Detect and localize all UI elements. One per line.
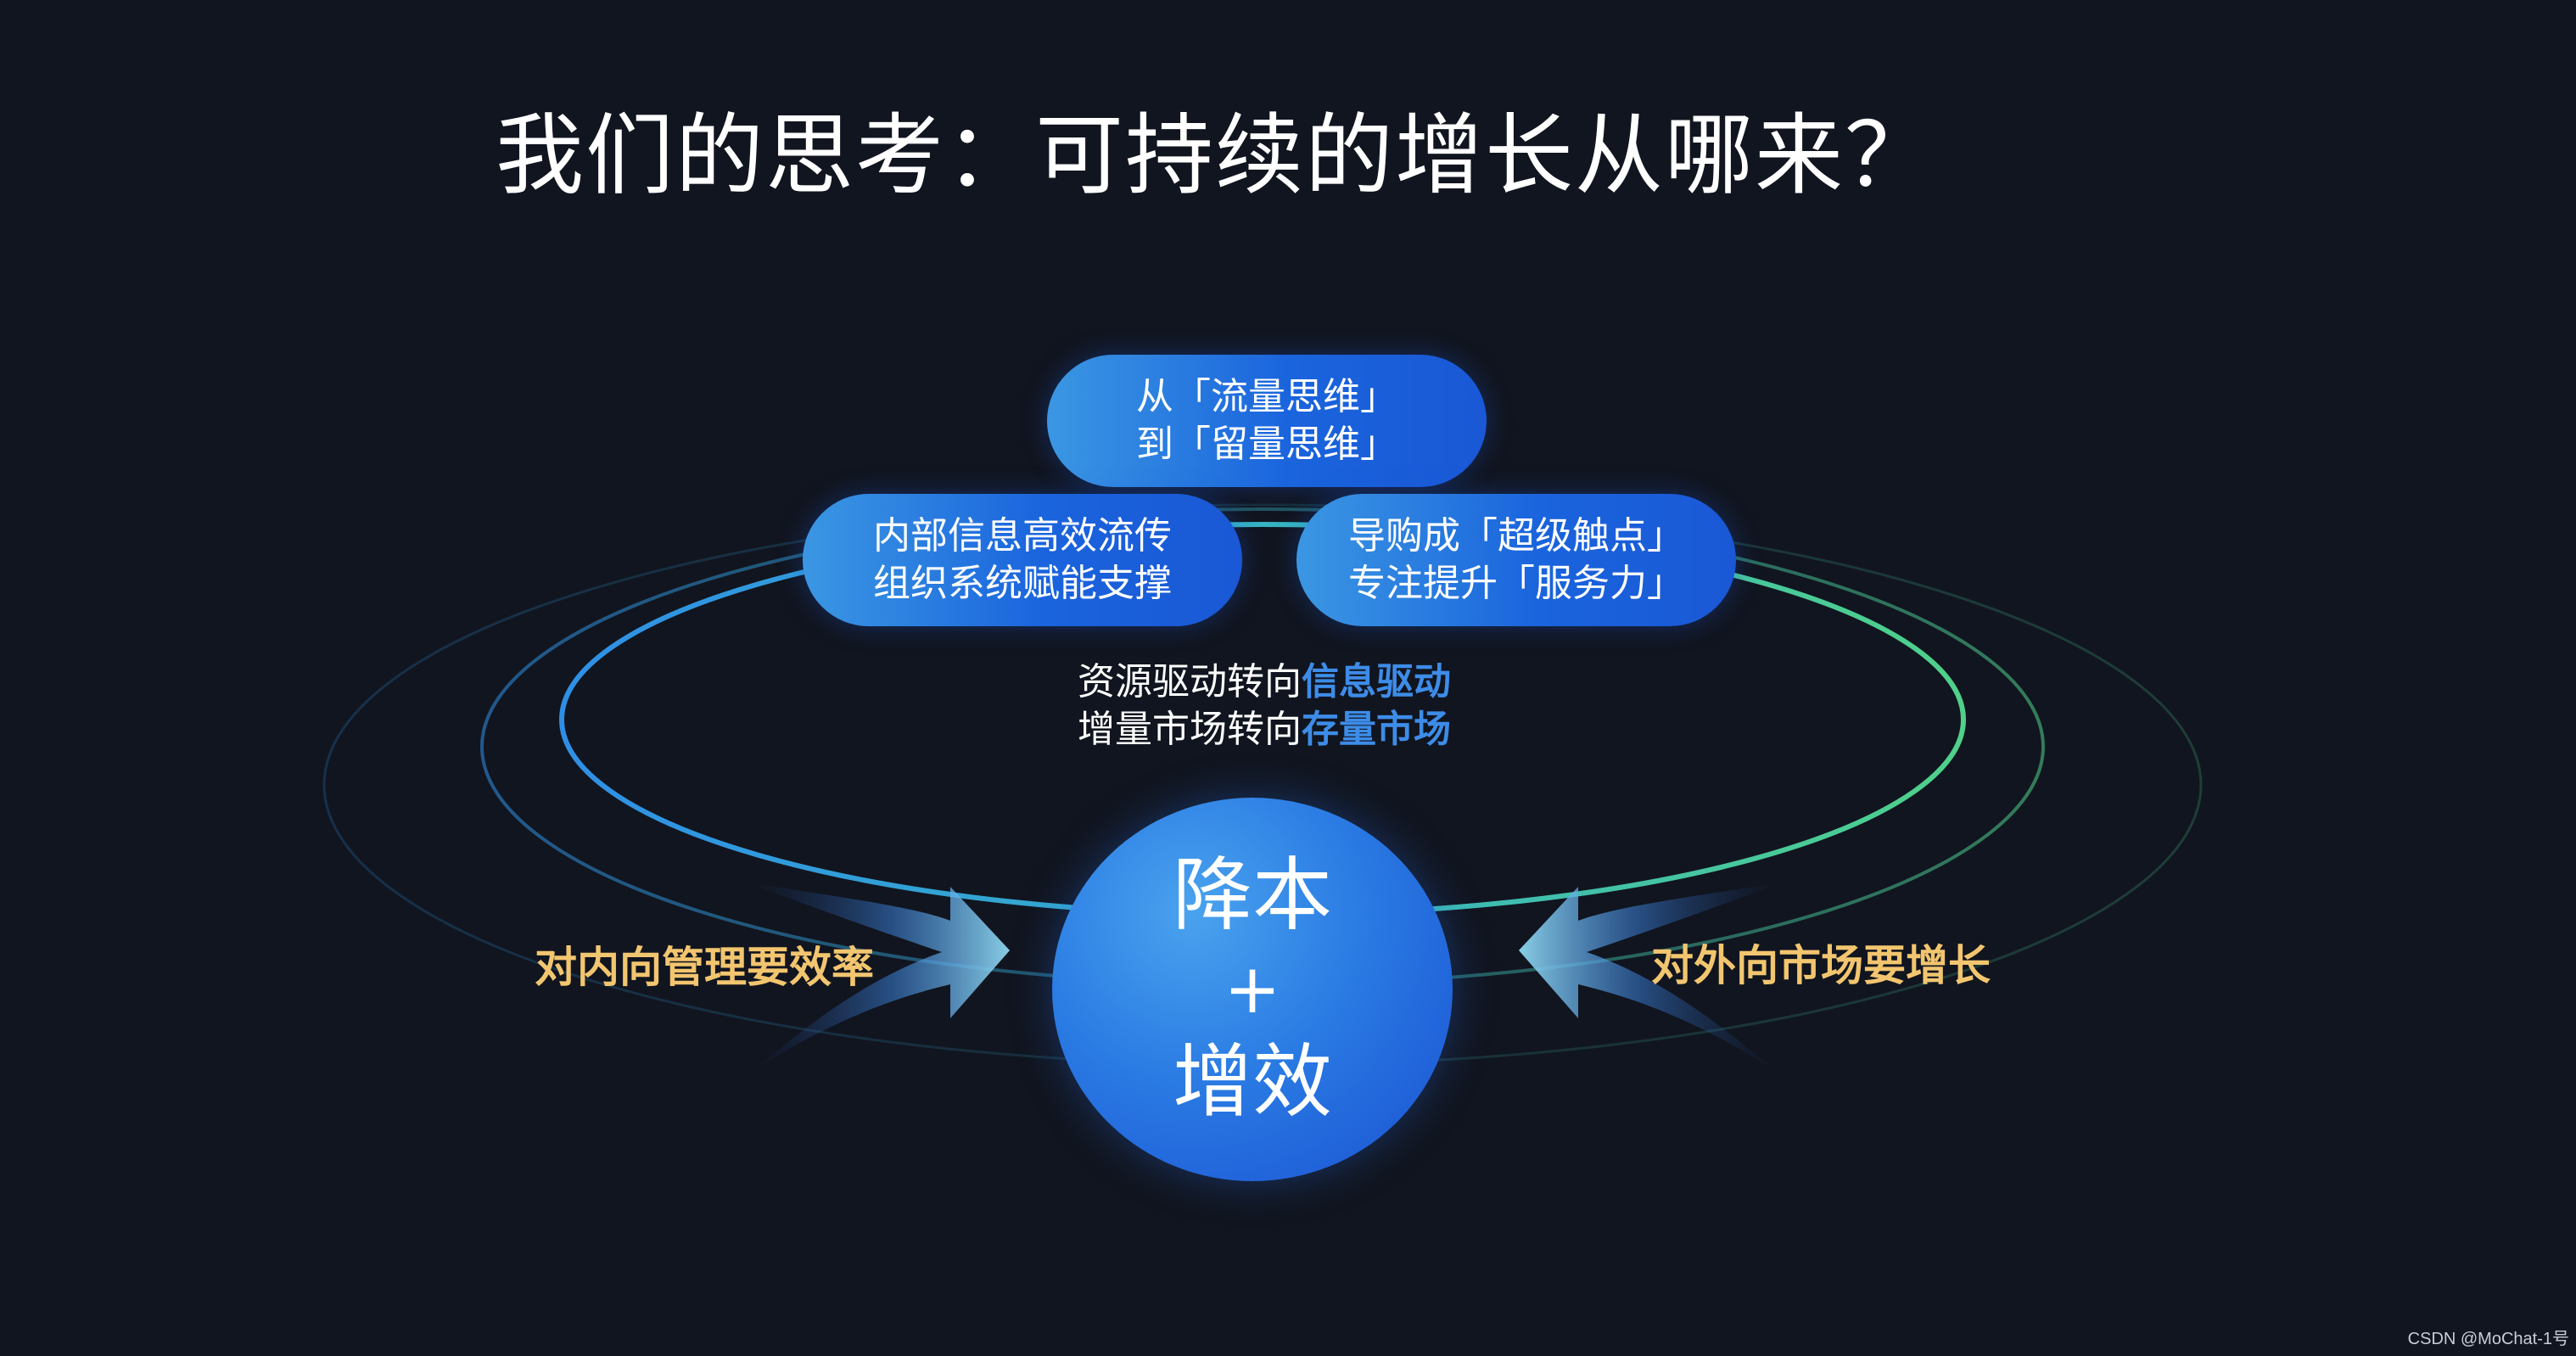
- core-bottom-text: 增效: [1172, 1036, 1332, 1129]
- shift-description: 资源驱动转向信息驱动 增量市场转向存量市场: [1078, 658, 1468, 754]
- left-pill-line-2: 组织系统赋能支撑: [873, 562, 1172, 605]
- left-strategy-pill: 内部信息高效流传 组织系统赋能支撑: [803, 494, 1242, 626]
- shift-line-2: 增量市场转向存量市场: [1078, 706, 1468, 754]
- top-pill-line-2: 到「留量思维」: [1136, 423, 1397, 466]
- watermark: CSDN @MoChat-1号: [2407, 1330, 2569, 1348]
- core-plus-sign: +: [1224, 950, 1281, 1028]
- right-pill-line-2: 专注提升「服务力」: [1348, 562, 1684, 605]
- shift-line-2-highlight: 存量市场: [1302, 708, 1451, 751]
- top-strategy-pill: 从「流量思维」 到「留量思维」: [1047, 355, 1487, 487]
- right-arrow-icon: [1519, 883, 1782, 1069]
- core-circle: 降本 + 增效: [1052, 798, 1453, 1181]
- right-strategy-pill: 导购成「超级触点」 专注提升「服务力」: [1296, 494, 1736, 626]
- right-side-label: 对外向市场要增长: [1651, 941, 1991, 990]
- shift-line-2-prefix: 增量市场转向: [1078, 708, 1302, 751]
- core-top-text: 降本: [1172, 849, 1332, 942]
- shift-line-1: 资源驱动转向信息驱动: [1078, 658, 1468, 706]
- left-side-label: 对内向管理要效率: [535, 943, 874, 992]
- shift-line-1-highlight: 信息驱动: [1302, 660, 1451, 703]
- top-pill-line-1: 从「流量思维」: [1136, 375, 1397, 418]
- shift-line-1-prefix: 资源驱动转向: [1078, 660, 1302, 703]
- right-pill-line-1: 导购成「超级触点」: [1348, 514, 1684, 558]
- left-arrow-icon: [747, 883, 1010, 1069]
- page-title: 我们的思考：可持续的增长从哪来？: [496, 104, 1935, 207]
- left-pill-line-1: 内部信息高效流传: [873, 514, 1172, 558]
